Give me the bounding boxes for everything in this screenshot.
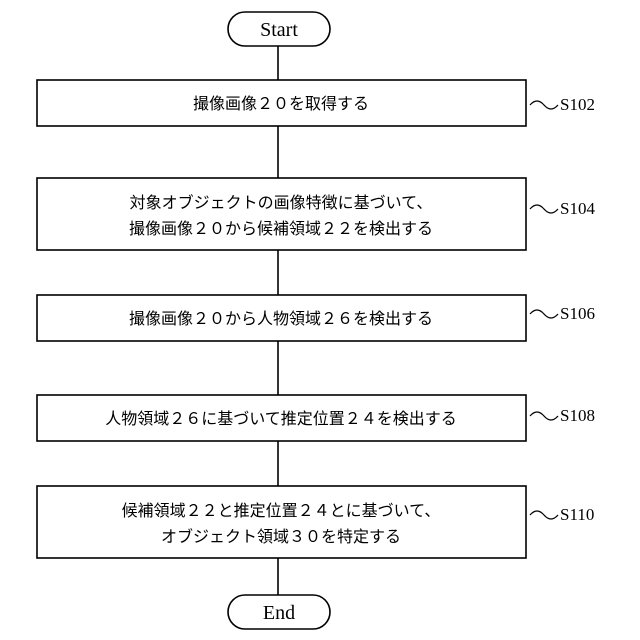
- start-label: Start: [260, 19, 298, 41]
- step-s104-box: [37, 178, 526, 250]
- step-s102-label: S102: [560, 95, 595, 114]
- step-s110-text-line-1: 候補領域２２と推定位置２４とに基づいて、: [122, 501, 441, 520]
- step-s110-label: S110: [560, 505, 594, 524]
- step-s108-label-tilde: [530, 412, 558, 420]
- step-s108-label: S108: [560, 406, 595, 425]
- step-s108-text-line-1: 人物領域２６に基づいて推定位置２４を検出する: [105, 409, 457, 428]
- step-s104-text-line-1: 対象オブジェクトの画像特徴に基づいて、: [130, 193, 433, 212]
- step-s106: 撮像画像２０から人物領域２６を検出する S106: [37, 295, 595, 341]
- end-label: End: [263, 602, 295, 624]
- step-s106-text-line-1: 撮像画像２０から人物領域２６を検出する: [129, 309, 433, 328]
- start-terminal: Start: [228, 12, 330, 46]
- step-s102-text-line-1: 撮像画像２０を取得する: [193, 94, 369, 113]
- step-s104-label-tilde: [530, 205, 558, 213]
- step-s102-label-tilde: [530, 101, 558, 109]
- step-s110-box: [37, 486, 526, 558]
- step-s106-label: S106: [560, 304, 595, 323]
- step-s110-text-line-2: オブジェクト領域３０を特定する: [161, 527, 401, 546]
- step-s106-label-tilde: [530, 310, 558, 318]
- step-s104-label: S104: [560, 199, 595, 218]
- step-s110-label-tilde: [530, 511, 558, 519]
- step-s108: 人物領域２６に基づいて推定位置２４を検出する S108: [37, 395, 595, 441]
- step-s110: 候補領域２２と推定位置２４とに基づいて、 オブジェクト領域３０を特定する S11…: [37, 486, 594, 558]
- end-terminal: End: [228, 595, 330, 629]
- step-s104: 対象オブジェクトの画像特徴に基づいて、 撮像画像２０から候補領域２２を検出する …: [37, 178, 595, 250]
- step-s102: 撮像画像２０を取得する S102: [37, 80, 595, 126]
- step-s104-text-line-2: 撮像画像２０から候補領域２２を検出する: [129, 219, 433, 238]
